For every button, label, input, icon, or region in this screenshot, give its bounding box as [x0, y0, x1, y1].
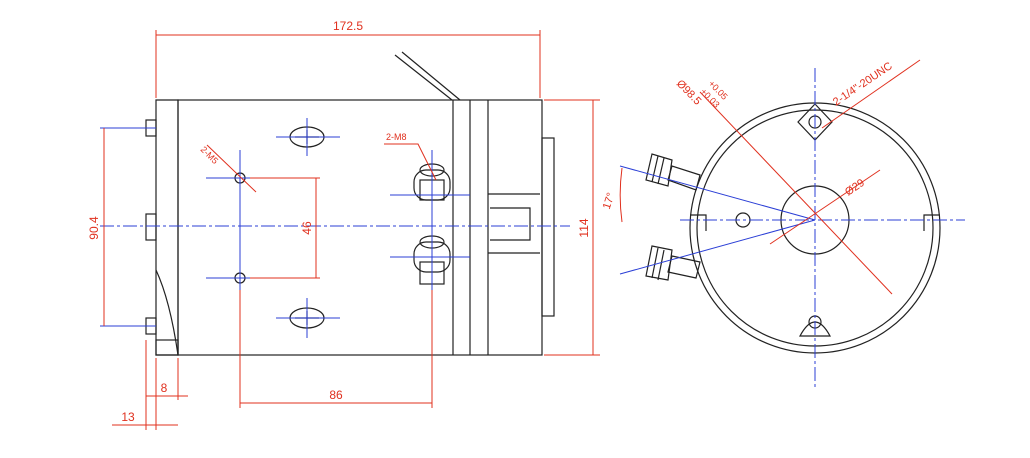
- dim-overall-length: 172.5: [333, 19, 363, 33]
- lead-wire: [394, 51, 461, 101]
- ring-notch-left: [690, 214, 707, 231]
- dim-flange-8: 8: [161, 381, 168, 395]
- dim-mount-spacing: 90.4: [87, 216, 101, 240]
- end-flange: [155, 99, 179, 356]
- callout-m8: 2-M8: [386, 132, 407, 142]
- end-view: 17° Ø98.5 +0.05 +0.03 Ø29 2-1/4"-20UNC: [601, 59, 965, 388]
- dim-hole-offset: 86: [329, 388, 343, 402]
- dim-height: 114: [577, 218, 591, 237]
- rear-cap: [541, 137, 555, 317]
- mount-lug-bottom: [798, 321, 832, 337]
- flange-foot: [155, 339, 179, 356]
- side-view: 172.5 114 90.4 46 86 8 13 2-M5 2-M8: [87, 19, 600, 430]
- shaft-slot: [488, 193, 540, 254]
- angle-arc: [619, 167, 623, 223]
- callout-shaft-dia: Ø29: [843, 177, 867, 199]
- callout-angle: 17°: [601, 191, 618, 211]
- dim-flange-13: 13: [121, 410, 135, 424]
- pilot-leader: [699, 91, 893, 295]
- mount-stud-mid: [145, 213, 157, 241]
- dim-hole-spacing: 46: [300, 221, 314, 235]
- end-terminal-upper: [645, 153, 701, 191]
- callout-m5: 2-M5: [199, 144, 221, 166]
- ring-notch-right: [923, 214, 940, 231]
- end-terminal-lower: [645, 245, 701, 281]
- flange-curve: [155, 269, 179, 356]
